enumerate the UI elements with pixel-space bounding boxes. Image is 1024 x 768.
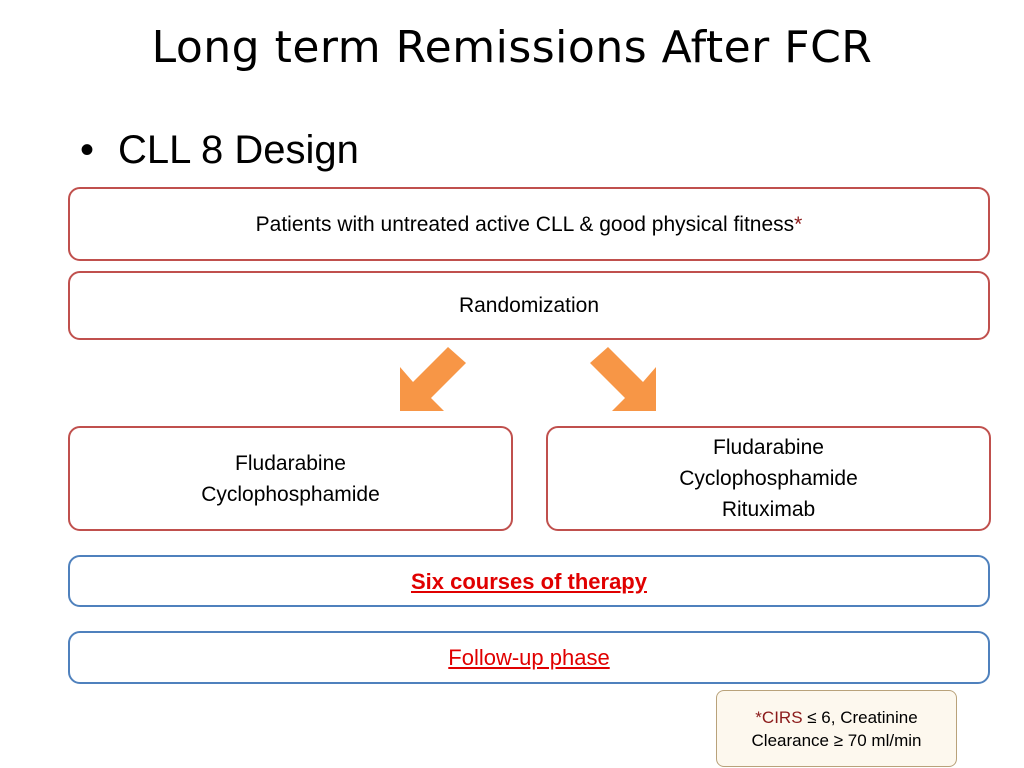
footnote-box: *CIRS ≤ 6, Creatinine Clearance ≥ 70 ml/… bbox=[716, 690, 957, 767]
follow-up-box: Follow-up phase bbox=[68, 631, 990, 684]
footnote-line-1-rest: ≤ 6, Creatinine bbox=[802, 707, 918, 727]
bullet-text: CLL 8 Design bbox=[118, 128, 359, 172]
randomization-text: Randomization bbox=[458, 294, 600, 317]
fc-arm-drug-1: Fludarabine bbox=[235, 451, 346, 475]
fcr-arm-drug-3: Rituximab bbox=[721, 498, 816, 521]
fc-arm-box: Fludarabine Cyclophosphamide bbox=[68, 426, 513, 531]
fcr-arm-drug-2: Cyclophosphamide bbox=[679, 467, 858, 490]
therapy-courses-text: Six courses of therapy bbox=[411, 568, 647, 594]
fc-arm-drug-2: Cyclophosphamide bbox=[201, 482, 380, 506]
bullet-item: • CLL 8 Design bbox=[80, 128, 359, 173]
arrow-down-left-icon bbox=[400, 347, 466, 411]
footnote-line-2: Clearance ≥ 70 ml/min bbox=[751, 730, 922, 750]
follow-up-text: Follow-up phase bbox=[448, 645, 610, 670]
fcr-arm-box: Fludarabine Cyclophosphamide Rituximab bbox=[546, 426, 991, 531]
bullet-dot: • bbox=[80, 128, 95, 172]
footnote-marker: *CIRS bbox=[755, 707, 803, 727]
fcr-arm-drug-1: Fludarabine bbox=[713, 436, 824, 459]
inclusion-text: Patients with untreated active CLL & goo… bbox=[255, 212, 795, 236]
arrow-down-right-icon bbox=[590, 347, 656, 411]
inclusion-criteria-box: Patients with untreated active CLL & goo… bbox=[68, 187, 990, 261]
inclusion-criteria-text: Patients with untreated active CLL & goo… bbox=[256, 209, 803, 240]
slide-title: Long term Remissions After FCR bbox=[151, 22, 873, 73]
randomization-box: Randomization bbox=[68, 271, 990, 340]
inclusion-footnote-marker: * bbox=[794, 212, 803, 236]
therapy-courses-box: Six courses of therapy bbox=[68, 555, 990, 607]
footnote-line-1: *CIRS ≤ 6, Creatinine bbox=[755, 706, 917, 729]
